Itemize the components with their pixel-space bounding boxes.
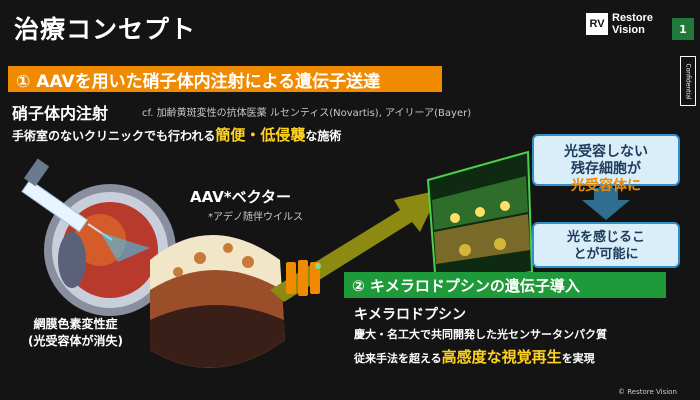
aav-vector-label: AAV*ベクター <box>190 186 291 207</box>
box2-line2: とが可能に <box>534 246 678 263</box>
gene-benefit: 従来手法を超える高感度な視覚再生を実現 <box>354 346 595 367</box>
box1-line1: 光受容しない <box>534 144 678 161</box>
method-note: cf. 加齢黄斑変性の抗体医薬 ルセンティス(Novartis), アイリーア(… <box>142 104 471 119</box>
logo-line2: Vision <box>612 24 653 36</box>
rhodopsin-channel-icon <box>286 260 321 296</box>
disease-line1: 網膜色素変性症 <box>28 316 123 333</box>
cell-tissue-icon <box>428 152 532 286</box>
copyright: © Restore Vision <box>618 388 677 396</box>
section2-banner: ② キメラロドプシンの遺伝子導入 <box>344 272 666 298</box>
gene-title: キメラロドプシン <box>354 304 466 324</box>
page-title: 治療コンセプト <box>14 10 196 46</box>
box2-line1: 光を感じるこ <box>534 229 678 246</box>
logo-mark: RV <box>586 13 608 35</box>
logo-text: Restore Vision <box>612 12 653 36</box>
method-title: 硝子体内注射 <box>12 100 108 124</box>
logo-line1: Restore <box>612 12 653 24</box>
box1-line2: 残存細胞が <box>534 161 678 178</box>
gene-benefit-pre: 従来手法を超える <box>354 352 442 365</box>
box1-line3: 光受容体に <box>534 178 678 195</box>
gene-description: 慶大・名工大で共同開発した光センサータンパク質 <box>354 326 607 342</box>
gene-benefit-highlight: 高感度な視覚再生 <box>442 348 562 366</box>
photoreceptor-box: 光受容しない 残存細胞が 光受容体に <box>532 134 680 186</box>
confidential-tag: Confidential <box>680 56 696 106</box>
disease-line2: (光受容体が消失) <box>28 333 123 350</box>
gene-benefit-post: を実現 <box>562 352 595 365</box>
disease-label: 網膜色素変性症 (光受容体が消失) <box>28 316 123 350</box>
retina-section-icon <box>150 235 285 368</box>
page-number: 1 <box>672 18 694 40</box>
company-logo: RV Restore Vision <box>586 12 653 36</box>
aav-vector-note: *アデノ随伴ウイルス <box>208 208 303 223</box>
confidential-label: Confidential <box>685 63 692 99</box>
perception-box: 光を感じるこ とが可能に <box>532 222 680 268</box>
section1-banner: ① AAVを用いた硝子体内注射による遺伝子送達 <box>8 66 442 92</box>
